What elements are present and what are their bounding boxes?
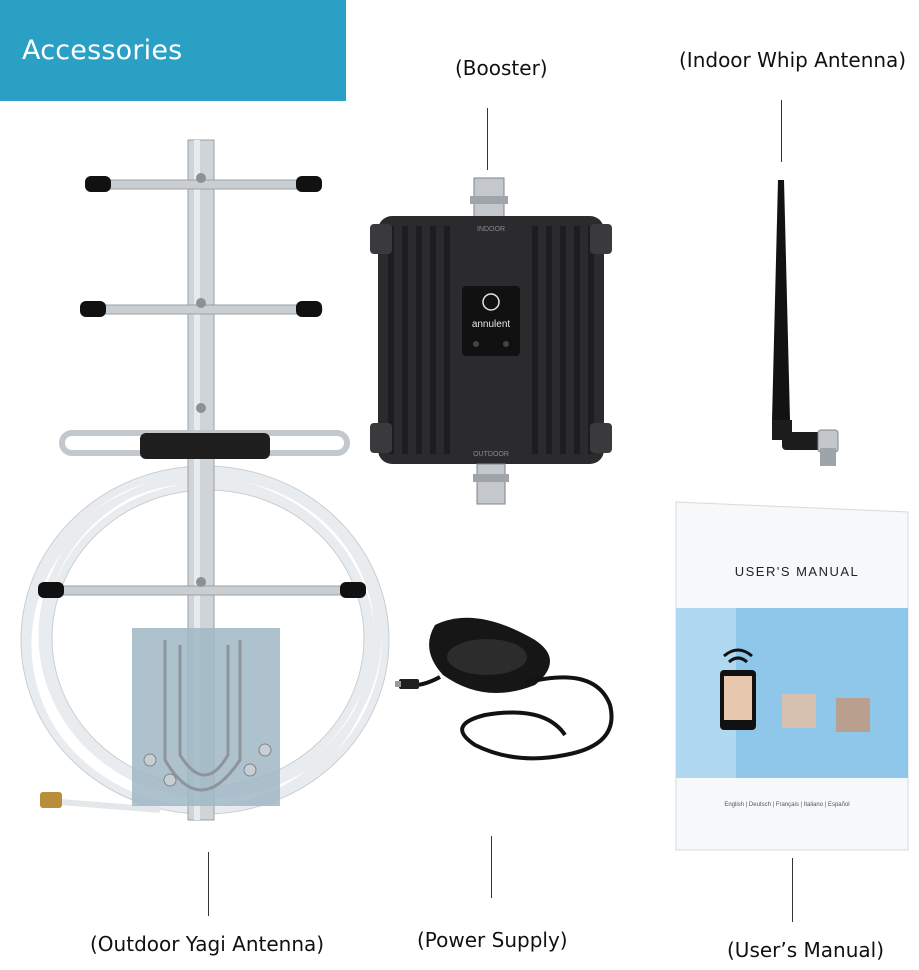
indoor-antenna-leader-line xyxy=(781,100,782,162)
manual-title-text: USER'S MANUAL xyxy=(735,564,860,579)
booster-leader-line xyxy=(487,108,488,170)
power-supply-leader-line xyxy=(491,836,492,898)
users-manual-leader-line xyxy=(792,858,793,922)
users-manual-image: USER'S MANUAL English | Deutsch | França… xyxy=(675,501,909,851)
users-manual-label: (User’s Manual) xyxy=(727,938,885,962)
booster-label: (Booster) xyxy=(455,56,548,80)
booster-bottom-port-text: OUTDOOR xyxy=(473,451,509,458)
outdoor-yagi-antenna-label: (Outdoor Yagi Antenna) xyxy=(90,932,325,956)
indoor-whip-antenna-image xyxy=(772,180,839,466)
accessories-description-banner: Accessories Description xyxy=(0,0,346,167)
power-supply-image xyxy=(395,617,614,761)
booster-top-port-text: INDOOR xyxy=(477,226,505,233)
booster-image: annulent INDOOR OUTDOOR xyxy=(370,177,612,505)
outdoor-yagi-antenna-image xyxy=(20,139,390,821)
indoor-whip-antenna-label: (Indoor Whip Antenna) xyxy=(679,48,907,72)
booster-brand-text: annulent xyxy=(472,319,511,330)
outdoor-antenna-leader-line xyxy=(208,852,209,916)
manual-languages-text: English | Deutsch | Français | Italiano … xyxy=(724,802,849,808)
power-supply-label: (Power Supply) xyxy=(417,928,568,952)
